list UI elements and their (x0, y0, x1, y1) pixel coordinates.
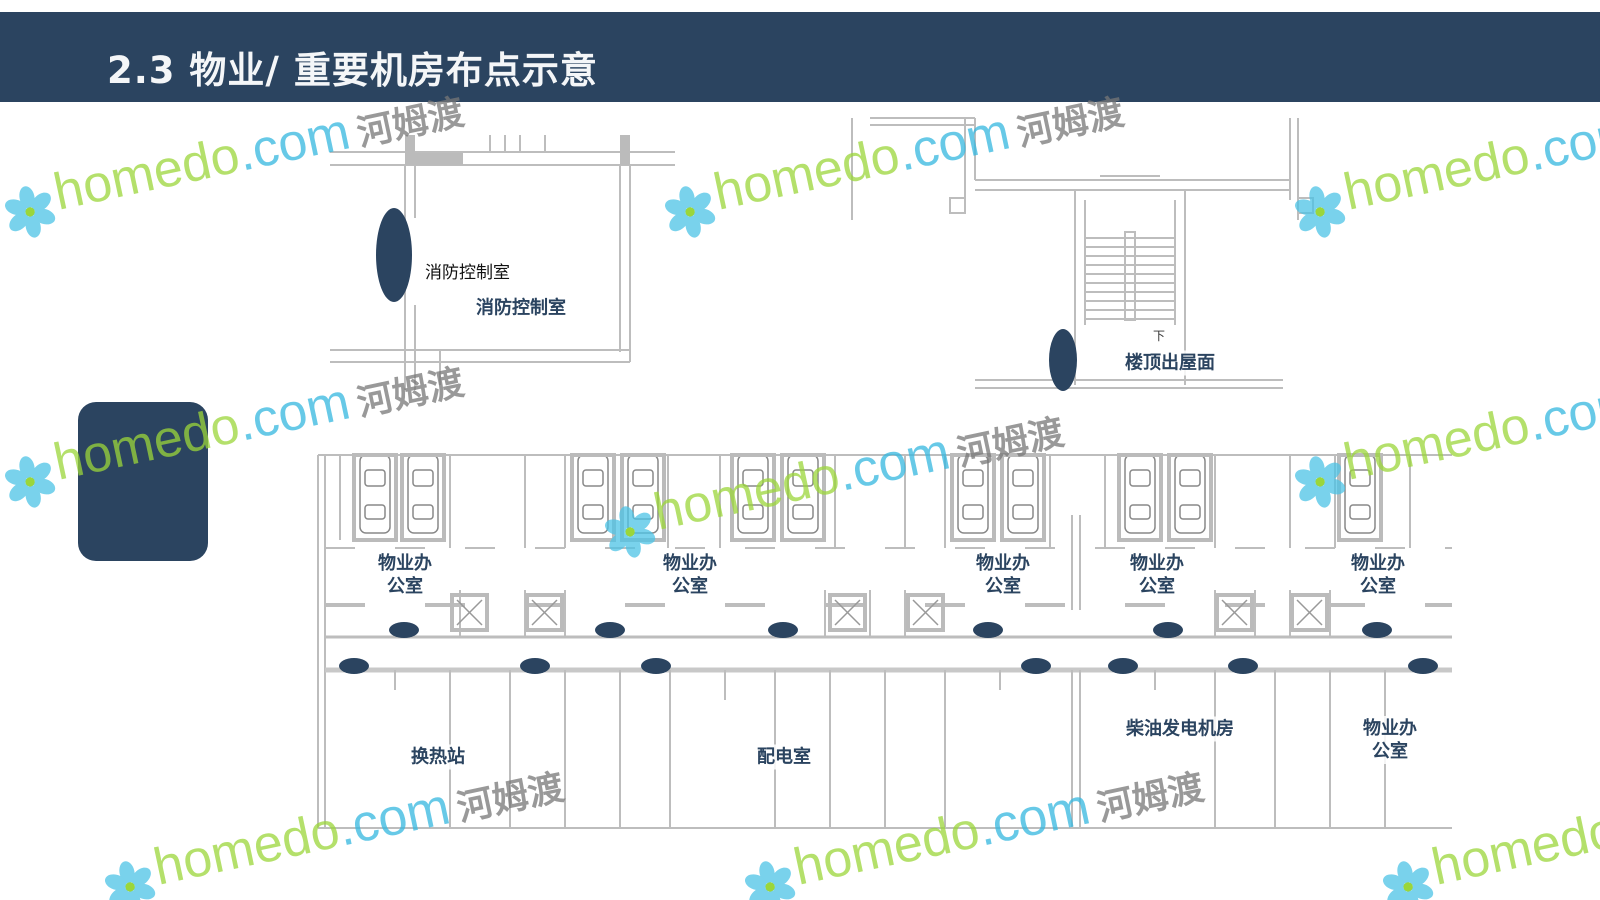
room-label-office: 物业办公室 (369, 551, 441, 599)
fire-control-room-plan (330, 135, 675, 390)
parking-car-icon (730, 453, 776, 542)
elevator-icon (1290, 593, 1329, 632)
monitoring-point-marker (389, 622, 419, 638)
room-label-power-distribution: 配电室 (753, 744, 815, 770)
elevator-icon (450, 593, 489, 632)
parking-car-icon (352, 453, 398, 542)
elevator-icon (525, 593, 564, 632)
parking-car-icon (620, 453, 666, 542)
monitoring-point-marker (1108, 658, 1138, 674)
monitoring-point-marker (1049, 329, 1077, 391)
decorative-block (78, 402, 208, 561)
basement-plan (317, 454, 1452, 829)
monitoring-point-marker (376, 208, 412, 302)
room-label-heat-exchange: 换热站 (407, 744, 469, 770)
monitoring-point-marker (339, 658, 369, 674)
roof-exit-plan (851, 117, 1314, 389)
elevator-icon (906, 593, 945, 632)
parking-car-icon (1000, 453, 1046, 542)
parking-car-icon (1117, 453, 1163, 542)
elevator-icon (1215, 593, 1254, 632)
monitoring-point-marker (1362, 622, 1392, 638)
room-label-roof-exit: 楼顶出屋面 (1121, 350, 1219, 376)
monitoring-point-marker (641, 658, 671, 674)
parking-car-icon (950, 453, 996, 542)
room-label-fire-control: 消防控制室 (472, 295, 570, 321)
room-label-office: 物业办公室 (967, 551, 1039, 599)
monitoring-point-marker (768, 622, 798, 638)
monitoring-point-marker (1153, 622, 1183, 638)
monitoring-point-marker (520, 658, 550, 674)
elevator-icon (828, 593, 867, 632)
parking-car-icon (400, 453, 446, 542)
parking-car-icon (570, 453, 616, 542)
parking-car-icon (780, 453, 826, 542)
monitoring-point-marker (973, 622, 1003, 638)
monitoring-point-marker (1228, 658, 1258, 674)
title-bar (0, 12, 1600, 102)
parking-car-icon (1337, 453, 1383, 542)
parking-car-icon (1167, 453, 1213, 542)
stair-down-mark: 下 (1153, 329, 1165, 343)
cad-room-label: 消防控制室 (425, 263, 510, 283)
room-label-office: 物业办公室 (1354, 716, 1426, 764)
room-label-office: 物业办公室 (654, 551, 726, 599)
monitoring-point-marker (595, 622, 625, 638)
monitoring-point-marker (1408, 658, 1438, 674)
slide-title: 2.3 物业/ 重要机房布点示意 (107, 49, 598, 92)
room-label-diesel-generator: 柴油发电机房 (1122, 716, 1238, 742)
room-label-office: 物业办公室 (1342, 551, 1414, 599)
room-label-office: 物业办公室 (1121, 551, 1193, 599)
monitoring-point-marker (1021, 658, 1051, 674)
